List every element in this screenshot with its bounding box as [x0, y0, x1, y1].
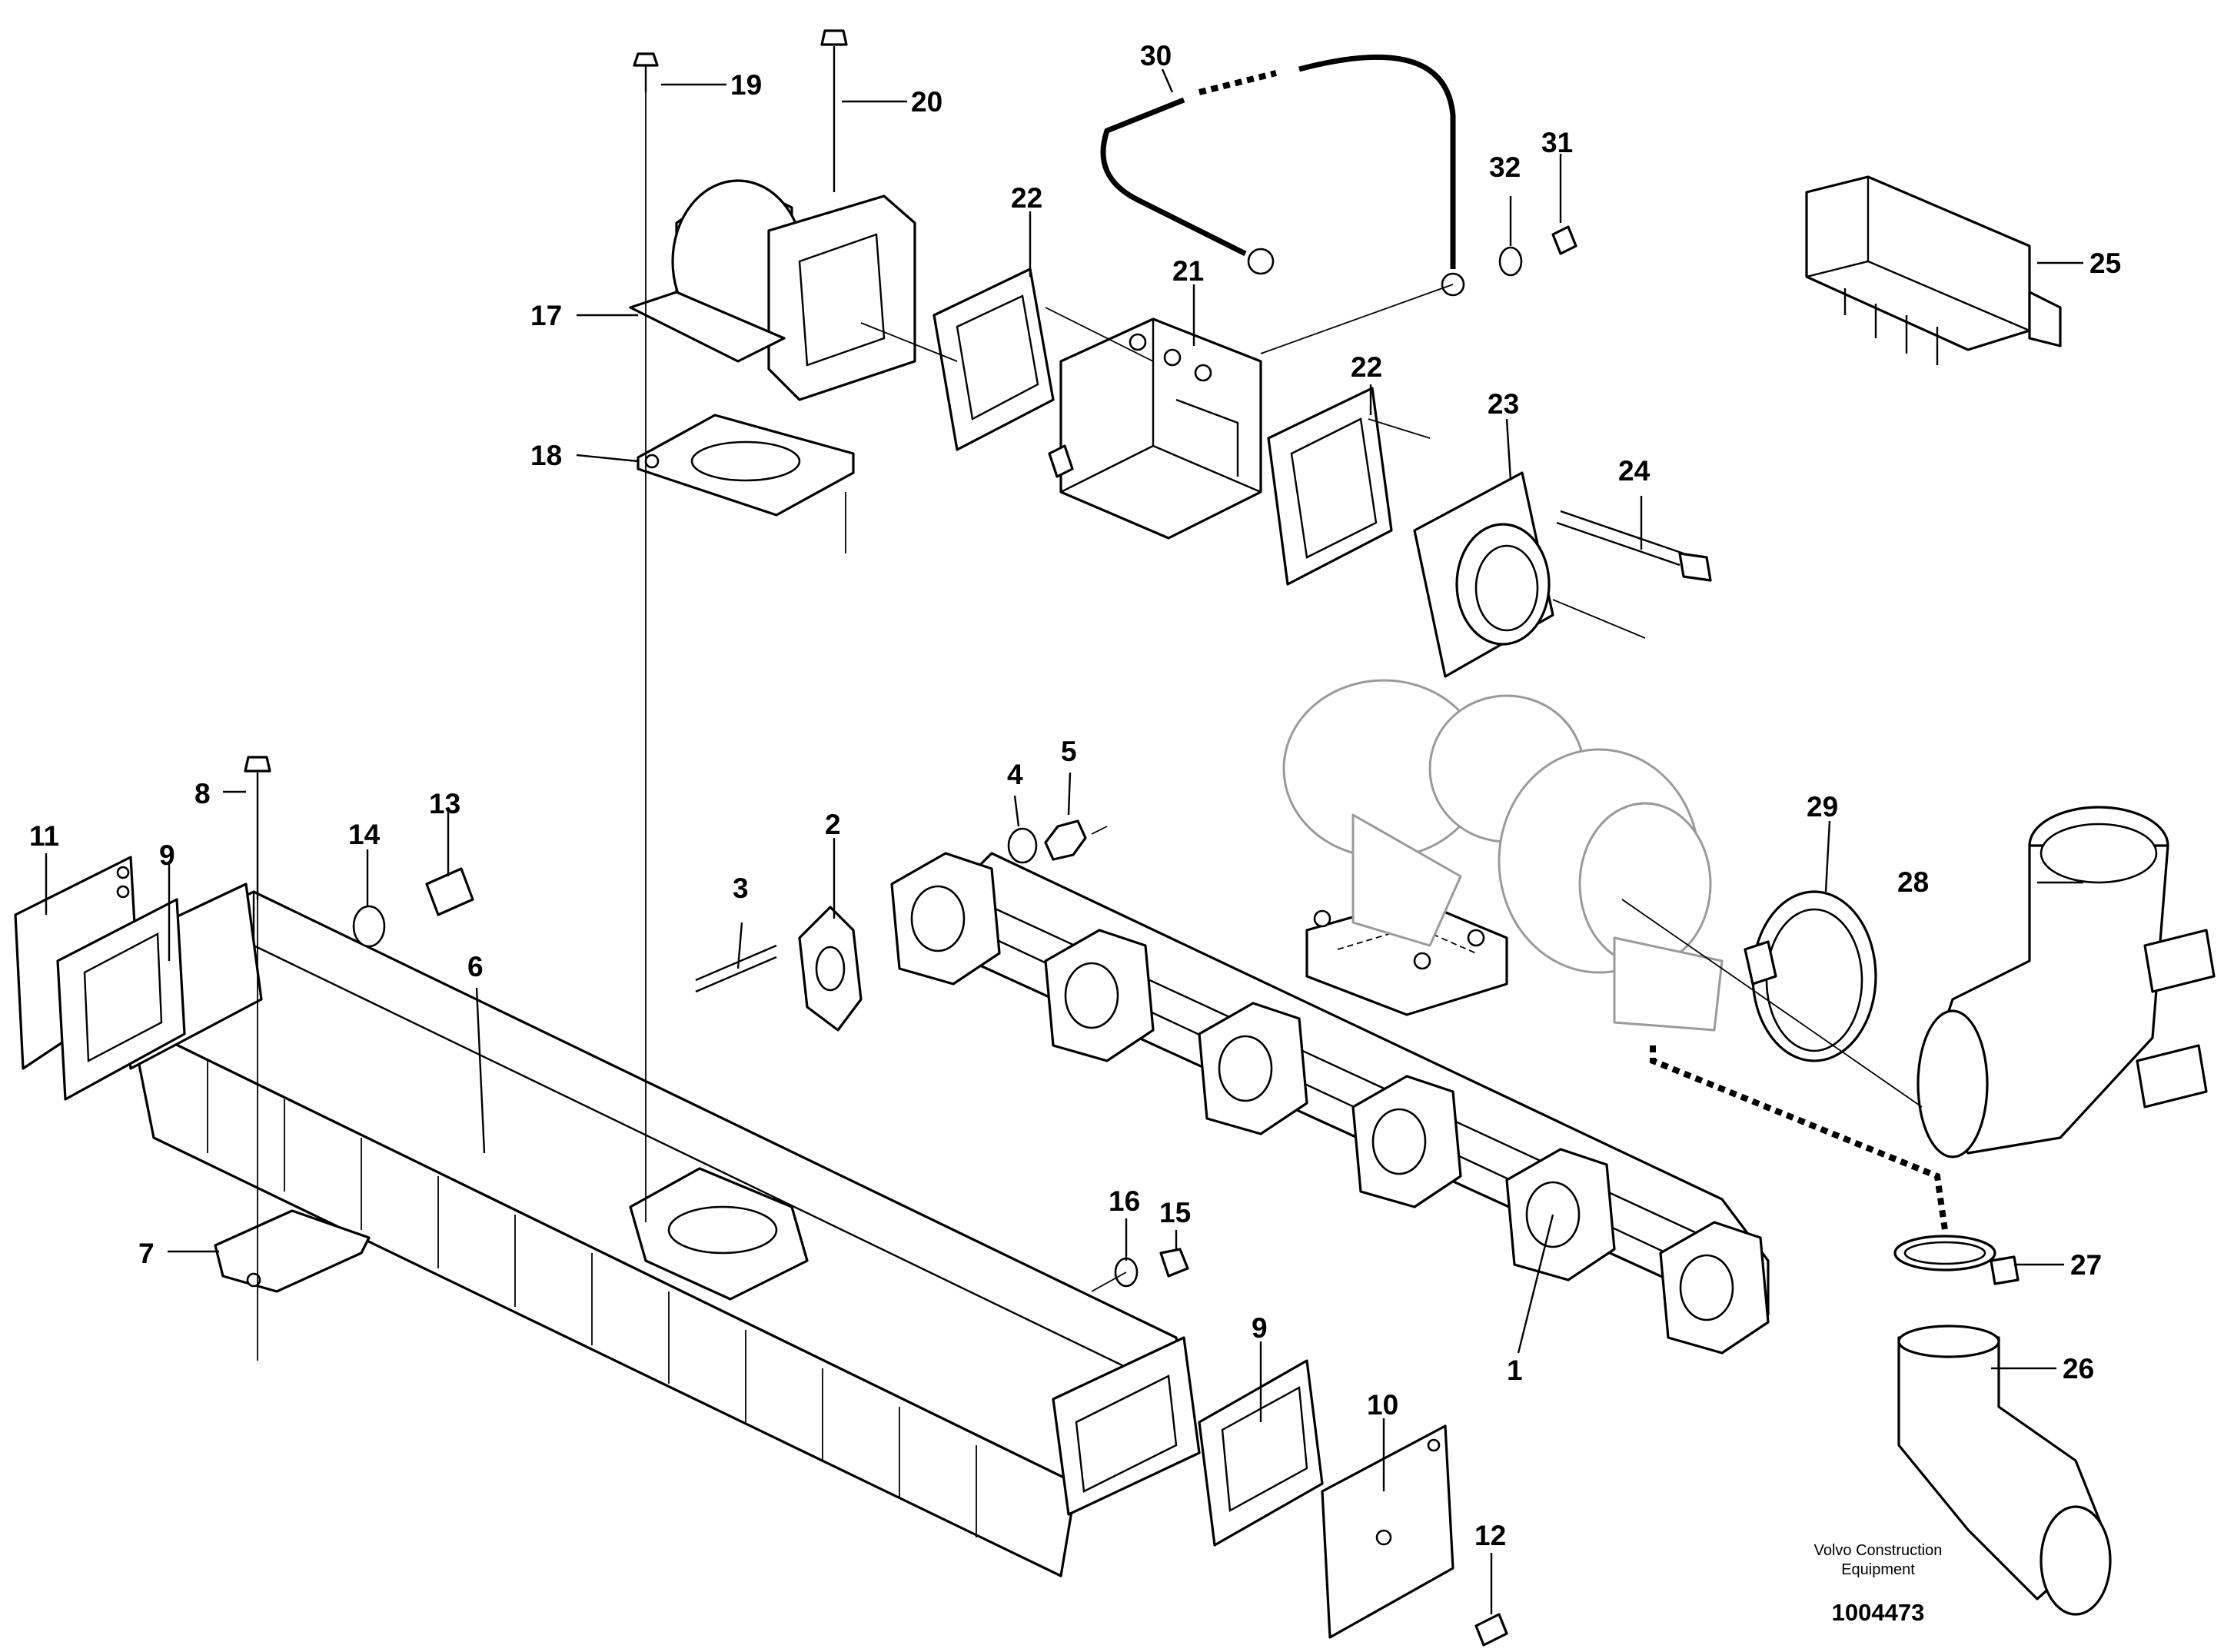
inlet-manifold: [114, 883, 1201, 1577]
callout-3: 3: [733, 873, 749, 904]
callout-21: 21: [1172, 255, 1204, 287]
callout-14: 14: [348, 819, 381, 850]
credit-line-1: Volvo Construction: [1814, 1542, 1943, 1559]
preheater-housing: [629, 179, 916, 401]
callout-11: 11: [29, 820, 59, 852]
control-unit: [1805, 175, 2062, 365]
gasket-22-upper: [932, 268, 1055, 451]
document-number: 1004473: [1832, 1599, 1925, 1626]
callout-12: 12: [1474, 1520, 1506, 1551]
hose-clamp-27: [1893, 1235, 2020, 1285]
gasket-9-right: [1198, 1359, 1324, 1547]
callout-2: 2: [825, 809, 841, 840]
callout-15: 15: [1159, 1197, 1191, 1228]
dashed-hose-route: [1650, 1045, 1948, 1231]
inlet-manifold-ribs: [207, 1061, 977, 1537]
cable-30: [1100, 54, 1465, 297]
callout-18: 18: [530, 440, 562, 471]
gasket-18: [637, 414, 855, 517]
callout-25: 25: [2089, 248, 2121, 279]
callout-5: 5: [1061, 736, 1077, 767]
callout-9-left: 9: [159, 839, 175, 871]
callout-17: 17: [530, 300, 562, 331]
callout-26: 26: [2063, 1353, 2094, 1384]
callout-4: 4: [1007, 759, 1023, 790]
gasket-2: [798, 906, 863, 1032]
elbow-hose-26: [1897, 1325, 2112, 1616]
gasket-7: [214, 1209, 371, 1293]
callout-8: 8: [194, 778, 211, 809]
callout-32: 32: [1489, 151, 1521, 183]
callout-1: 1: [1507, 1355, 1523, 1386]
air-inlet-pipe: [1916, 806, 2216, 1158]
turbocharger: [1282, 679, 1724, 1032]
gasket-9-left: [56, 898, 186, 1101]
callout-9-right: 9: [1252, 1312, 1268, 1344]
callout-20: 20: [911, 86, 942, 118]
callout-6: 6: [467, 951, 484, 982]
callout-19: 19: [730, 69, 762, 101]
hose-clamp-29: [1744, 890, 1877, 1062]
callout-16: 16: [1109, 1185, 1140, 1217]
callout-13: 13: [429, 788, 460, 819]
callout-22-upper: 22: [1011, 182, 1042, 214]
callout-7: 7: [138, 1238, 155, 1269]
gasket-22-lower: [1267, 387, 1393, 586]
callout-28: 28: [1897, 866, 1929, 898]
elbow-flange: [1413, 471, 1554, 678]
publisher-credit: Volvo Construction Equipment 1004473: [1814, 1542, 1943, 1626]
callout-10: 10: [1367, 1389, 1398, 1421]
callout-29: 29: [1807, 791, 1838, 823]
manifold-port-flanges: [890, 852, 1770, 1355]
callout-23: 23: [1488, 388, 1519, 420]
leader-lines: [45, 68, 2083, 1614]
cover-plate-10: [1321, 1424, 1454, 1639]
callout-labels: 1 2 3 4 5 6 7 8 9 9 10 11 12 13 14 15 16…: [29, 40, 2121, 1551]
callout-31: 31: [1541, 127, 1573, 158]
callout-27: 27: [2070, 1249, 2102, 1281]
credit-line-2: Equipment: [1841, 1561, 1915, 1578]
preheating-element: [1048, 317, 1262, 540]
callout-22-lower: 22: [1351, 351, 1382, 383]
callout-24: 24: [1618, 455, 1651, 487]
callout-30: 30: [1140, 40, 1172, 71]
exhaust-manifold: [890, 852, 1770, 1355]
